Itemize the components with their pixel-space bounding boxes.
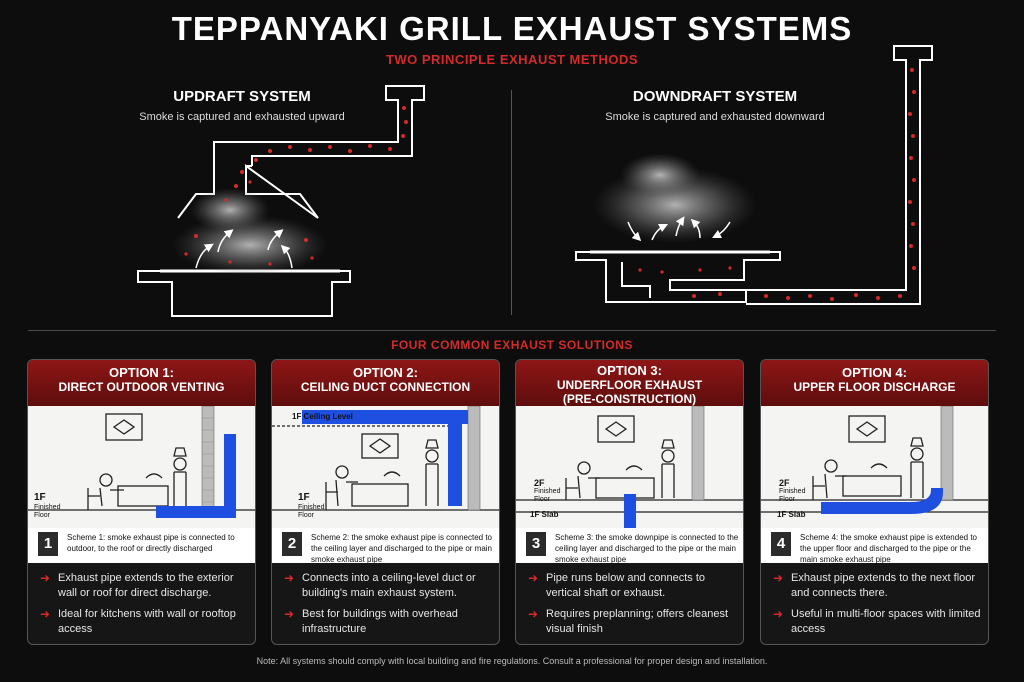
- option-4-label: OPTION 4:: [841, 365, 907, 380]
- option-4-slab-label: 1F Slab: [777, 510, 806, 519]
- option-2-bullet-2: ➜Best for buildings with overhead infras…: [284, 607, 458, 635]
- footer-note: Note: All systems should comply with loc…: [256, 656, 768, 666]
- option-1-scheme-text: Scheme 1: smoke exhaust pipe is connecte…: [67, 533, 235, 553]
- option-2-floor-sub1: Finished: [298, 504, 325, 511]
- option-2-title: CEILING DUCT CONNECTION: [300, 380, 471, 394]
- option-4-scheme: 4 Scheme 4: the smoke exhaust pipe is ex…: [761, 528, 988, 564]
- downdraft-title: DOWNDRAFT SYSTEM: [632, 88, 798, 105]
- option-3-bullets: ➜Pipe runs below and connects to vertica…: [526, 571, 741, 643]
- top-diagrams: [137, 45, 933, 317]
- section-title: FOUR COMMON EXHAUST SOLUTIONS: [391, 338, 633, 352]
- option-2-floor-label: 1F: [298, 492, 310, 503]
- option-card-3: OPTION 3: UNDERFLOOR EXHAUST (PRE-CONSTR…: [515, 359, 744, 645]
- option-4-title: UPPER FLOOR DISCHARGE: [793, 380, 956, 394]
- option-4-floor-sub2: Floor: [779, 496, 795, 503]
- option-3-title-2: (PRE-CONSTRUCTION): [562, 392, 697, 406]
- option-1-scheme: 1 Scheme 1: smoke exhaust pipe is connec…: [28, 528, 255, 563]
- option-3-floor-label: 2F: [534, 478, 545, 488]
- option-3-label: OPTION 3:: [596, 363, 662, 378]
- option-1-illustration: 1F Finished Floor 1 Scheme 1: smoke exha…: [28, 406, 255, 563]
- updraft-title: UPDRAFT SYSTEM: [173, 88, 311, 105]
- option-3-illustration: 2F Finished Floor 1F Slab 3 Scheme 3: th…: [516, 406, 743, 564]
- option-3-slab-label: 1F Slab: [530, 510, 559, 519]
- option-2-ceiling-label: 1F Ceiling Level: [292, 412, 353, 421]
- option-1-floor-label: 1F: [34, 492, 46, 503]
- option-1-floor-sub2: Floor: [34, 512, 50, 519]
- downdraft-subtitle: Smoke is captured and exhausted downward: [605, 111, 825, 123]
- option-3-title: UNDERFLOOR EXHAUST: [556, 378, 703, 392]
- updraft-smoke: [172, 215, 328, 275]
- option-4-floor-sub1: Finished: [779, 488, 806, 495]
- updraft-subtitle: Smoke is captured and exhausted upward: [139, 111, 345, 123]
- page-title: TEPPANYAKI GRILL EXHAUST SYSTEMS: [171, 10, 853, 47]
- option-2-scheme: 2 Scheme 2: the smoke exhaust pipe is co…: [272, 528, 499, 564]
- option-3-number: 3: [526, 532, 546, 556]
- option-3-scheme-text: Scheme 3: the smoke downpipe is connecte…: [555, 533, 739, 564]
- option-2-number: 2: [282, 532, 302, 556]
- option-3-bullet-1: ➜Pipe runs below and connects to vertica…: [528, 571, 705, 599]
- option-4-bullet-2: ➜Useful in multi-floor spaces with limit…: [773, 607, 981, 635]
- option-2-bullets: ➜Connects into a ceiling-level duct or b…: [282, 571, 497, 643]
- option-3-header: OPTION 3: UNDERFLOOR EXHAUST (PRE-CONSTR…: [516, 360, 743, 406]
- option-4-scheme-text: Scheme 4: the smoke exhaust pipe is exte…: [800, 533, 977, 564]
- option-3-bullet-2: ➜Requires preplanning; offers cleanest v…: [528, 607, 729, 635]
- option-4-header: OPTION 4: UPPER FLOOR DISCHARGE: [761, 360, 988, 406]
- option-4-illustration: 2F Finished Floor 1F Slab 4 Scheme 4: th…: [761, 406, 988, 564]
- option-2-bullet-1: ➜Connects into a ceiling-level duct or b…: [284, 571, 476, 599]
- option-3-floor-sub1: Finished: [534, 488, 561, 495]
- option-2-header: OPTION 2: CEILING DUCT CONNECTION: [272, 360, 499, 406]
- option-1-bullets: ➜Exhaust pipe extends to the exterior wa…: [38, 571, 253, 643]
- option-2-label: OPTION 2:: [352, 365, 418, 380]
- option-1-number: 1: [38, 532, 58, 556]
- option-3-scheme: 3 Scheme 3: the smoke downpipe is connec…: [516, 528, 743, 564]
- option-1-header: OPTION 1: DIRECT OUTDOOR VENTING: [28, 360, 255, 406]
- downdraft-diagram: [575, 45, 933, 305]
- option-4-number: 4: [771, 532, 791, 556]
- vertical-divider: [511, 90, 512, 315]
- page-subtitle: TWO PRINCIPLE EXHAUST METHODS: [385, 52, 639, 67]
- option-4-bullets: ➜Exhaust pipe extends to the next floor …: [771, 571, 986, 643]
- option-2-floor-sub2: Floor: [298, 512, 314, 519]
- option-3-floor-sub2: Floor: [534, 496, 550, 503]
- option-card-2: OPTION 2: CEILING DUCT CONNECTION 1F Cei…: [271, 359, 500, 645]
- option-4-floor-label: 2F: [779, 478, 790, 488]
- horizontal-divider: [28, 330, 996, 331]
- option-1-bullet-1: ➜Exhaust pipe extends to the exterior wa…: [40, 571, 234, 599]
- option-1-floor-sub1: Finished: [34, 504, 61, 511]
- option-1-label: OPTION 1:: [108, 365, 174, 380]
- option-2-illustration: 1F Ceiling Level 1F Finished Floor 2 Sch…: [272, 406, 499, 564]
- option-4-bullet-1: ➜Exhaust pipe extends to the next floor …: [773, 571, 976, 599]
- option-1-bullet-2: ➜Ideal for kitchens with wall or rooftop…: [40, 607, 236, 635]
- option-1-title: DIRECT OUTDOOR VENTING: [58, 380, 225, 394]
- option-2-scheme-text: Scheme 2: the smoke exhaust pipe is conn…: [311, 533, 492, 564]
- option-card-1: OPTION 1: DIRECT OUTDOOR VENTING: [27, 359, 256, 645]
- option-card-4: OPTION 4: UPPER FLOOR DISCHARGE 2F Finis…: [760, 359, 989, 645]
